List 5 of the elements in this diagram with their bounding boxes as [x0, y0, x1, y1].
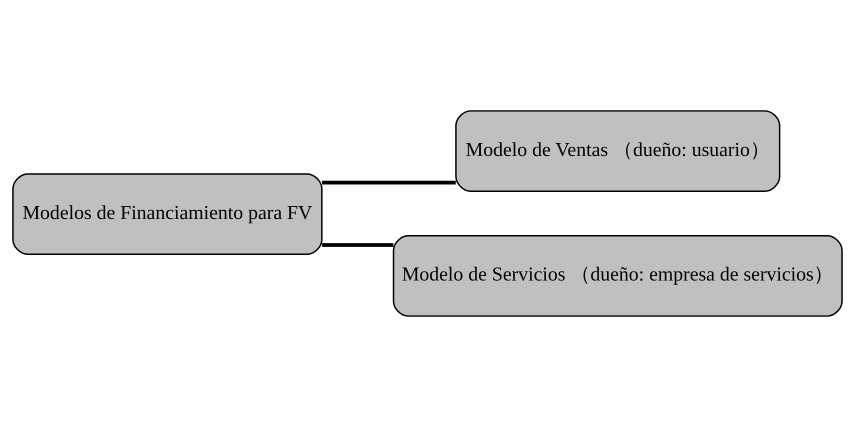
connector	[322, 180, 456, 184]
node-box: Modelos de Financiamiento para FV	[12, 173, 323, 256]
node-box: Modelo de Ventas （dueño: usuario）	[455, 110, 780, 192]
node-box: Modelo de Servicios （dueño: empresa de servicios）	[392, 235, 843, 317]
connector	[322, 243, 394, 247]
